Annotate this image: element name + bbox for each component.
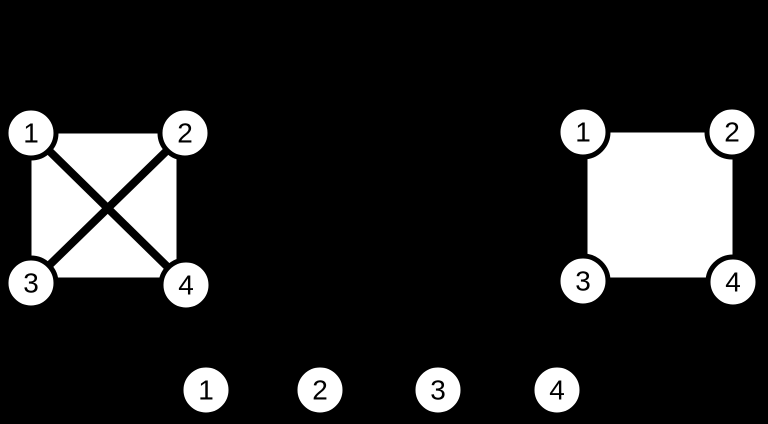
node-1: 1 [3,105,59,161]
node-label: 2 [177,118,193,149]
node-circle [3,105,59,161]
complete-graph-k4: 1 2 3 4 [3,105,214,313]
node-circle [705,254,761,310]
node-2: 2 [704,104,760,160]
node-label: 1 [575,117,591,148]
node-label: 1 [23,118,39,149]
cycle-graph-c4-face [587,132,733,278]
node-4: 4 [529,362,585,418]
node-circle [3,255,59,311]
node-circle [157,105,213,161]
node-2: 2 [157,105,213,161]
node-label: 3 [575,266,591,297]
node-circle [555,253,611,309]
node-circle [555,104,611,160]
node-3: 3 [410,362,466,418]
node-label: 4 [178,270,194,301]
isolated-nodes: 1 2 3 4 [178,362,585,418]
node-label: 4 [725,267,741,298]
node-2: 2 [292,362,348,418]
node-1: 1 [178,362,234,418]
node-label: 3 [23,268,39,299]
cycle-graph-c4: 1 2 3 4 [555,104,761,310]
node-circle [158,257,214,313]
node-circle [410,362,466,418]
node-circle [178,362,234,418]
node-4: 4 [705,254,761,310]
node-4: 4 [158,257,214,313]
node-circle [292,362,348,418]
node-1: 1 [555,104,611,160]
node-3: 3 [555,253,611,309]
node-label: 2 [724,117,740,148]
node-circle [529,362,585,418]
node-circle [704,104,760,160]
node-label: 1 [198,375,214,406]
node-label: 3 [430,375,446,406]
node-3: 3 [3,255,59,311]
node-label: 4 [549,375,565,406]
edge-2-3 [28,130,188,286]
node-label: 2 [312,375,328,406]
